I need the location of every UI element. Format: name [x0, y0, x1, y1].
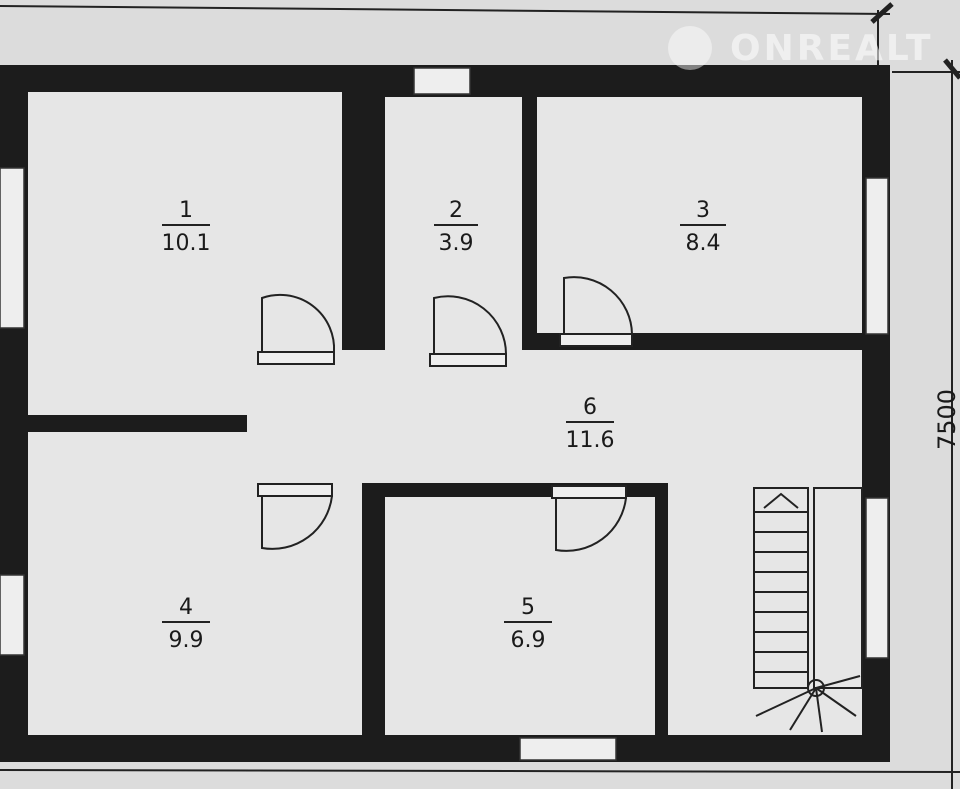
room-label-5: 5 6.9 — [504, 595, 552, 653]
svg-text:11.6: 11.6 — [566, 428, 615, 453]
svg-text:8.4: 8.4 — [686, 231, 721, 256]
windows — [0, 67, 889, 761]
staircase — [753, 487, 863, 733]
svg-text:1: 1 — [179, 198, 193, 223]
svg-text:3.9: 3.9 — [439, 231, 474, 256]
window — [865, 177, 889, 335]
svg-text:5: 5 — [521, 595, 535, 620]
window — [519, 737, 617, 761]
svg-text:ONREALT: ONREALT — [730, 28, 933, 69]
room-6-stair-area — [668, 483, 862, 735]
room-label-1: 1 10.1 — [162, 198, 211, 256]
window — [413, 67, 471, 95]
svg-text:10.1: 10.1 — [162, 231, 211, 256]
doors — [257, 276, 633, 552]
svg-text:2: 2 — [449, 198, 463, 223]
room-label-4: 4 9.9 — [162, 595, 210, 653]
svg-text:4: 4 — [179, 595, 193, 620]
dimension-label-right: 7500 — [933, 389, 960, 450]
room-4-floor — [28, 432, 362, 735]
svg-text:3: 3 — [696, 198, 710, 223]
svg-text:6.9: 6.9 — [511, 628, 546, 653]
window — [0, 574, 25, 656]
room-label-2: 2 3.9 — [434, 198, 478, 256]
room-label-3: 3 8.4 — [680, 198, 726, 256]
room-5-floor — [385, 497, 655, 735]
room-3-floor — [537, 97, 862, 333]
window — [0, 167, 25, 329]
svg-text:6: 6 — [583, 395, 597, 420]
watermark-logo: ONREALT — [668, 26, 933, 70]
room-label-6: 6 11.6 — [566, 395, 615, 453]
house-icon — [668, 26, 712, 70]
window — [865, 497, 889, 659]
room-floors — [28, 92, 862, 735]
svg-text:9.9: 9.9 — [169, 628, 204, 653]
